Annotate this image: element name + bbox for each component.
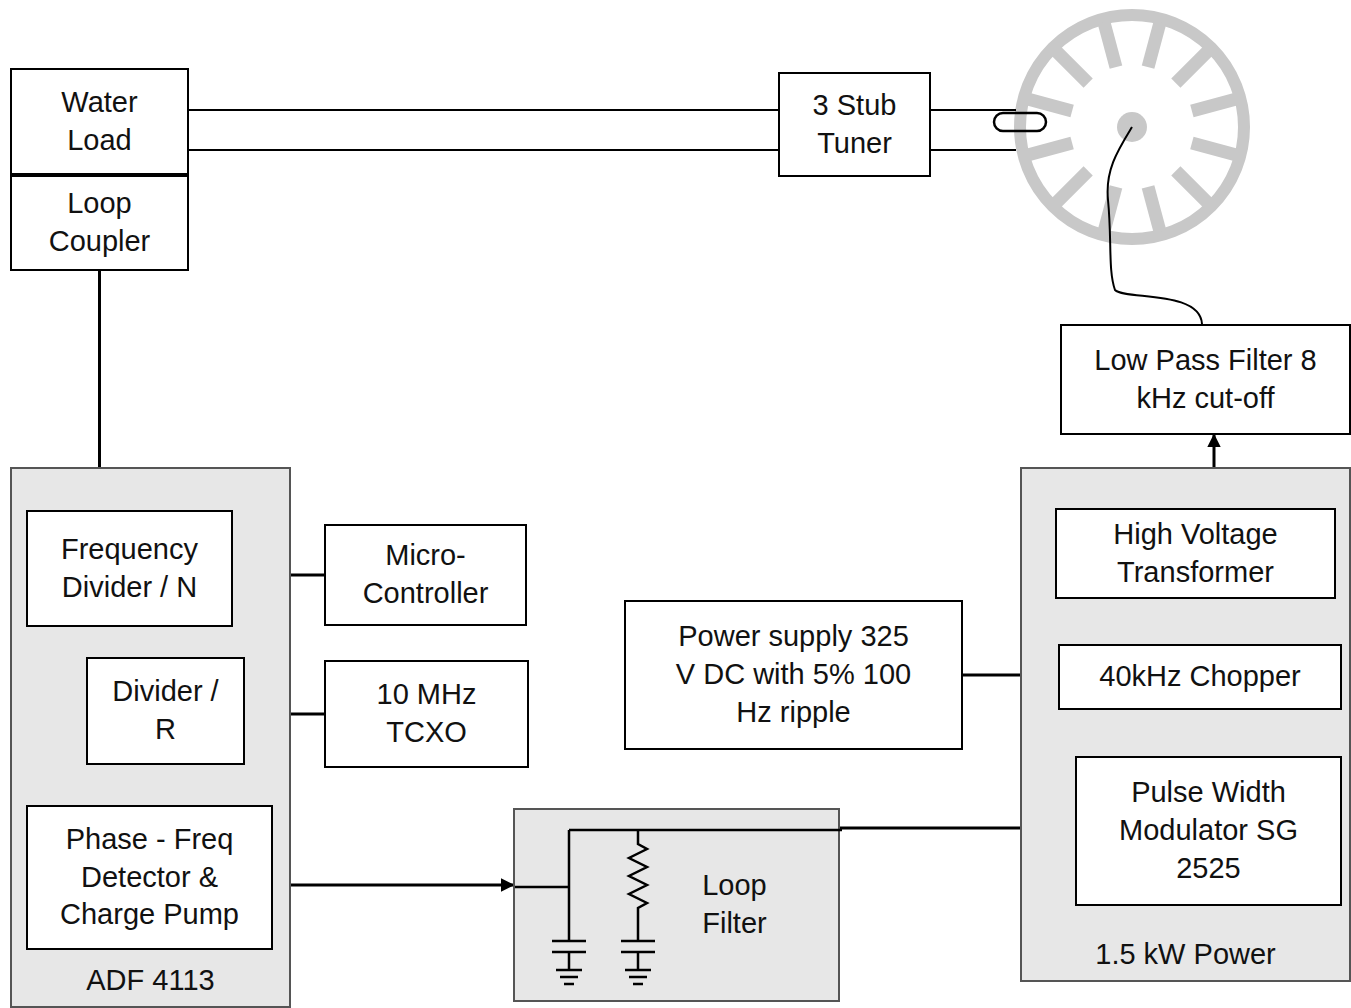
divider-box: Divider / R <box>86 657 245 765</box>
divider-box: Frequency Divider / N <box>26 510 233 627</box>
filter-box: Low Pass Filter 8 kHz cut-off <box>1060 324 1351 435</box>
chopper-box: 40kHz Chopper <box>1058 644 1342 710</box>
vane <box>1104 23 1116 67</box>
node-label: High Voltage Transformer <box>1081 516 1311 591</box>
detector-box: Phase - Freq Detector & Charge Pump <box>26 805 273 950</box>
node-label: Phase - Freq Detector & Charge Pump <box>47 821 252 934</box>
oscillator-box: 10 MHz TCXO <box>324 660 529 768</box>
node-label: ADF 4113 <box>86 962 214 1000</box>
rc-network <box>515 830 842 984</box>
coupler-box: Loop Coupler <box>10 175 189 271</box>
node-label: Micro-Controller <box>346 537 506 612</box>
vane <box>1176 171 1209 204</box>
chip-panel: ADF 4113 Frequency Divider / N Divider / R… <box>10 467 291 1008</box>
modulator-box: Pulse Width Modulator SG 2525 <box>1075 756 1342 906</box>
cathode-wire <box>1108 127 1202 324</box>
vane <box>1148 23 1160 67</box>
node-label: 1.5 kW Power <box>1095 936 1276 974</box>
vane <box>1192 143 1236 155</box>
node-label: Loop Filter <box>687 867 782 942</box>
vane <box>1192 99 1236 111</box>
coupling-line <box>931 110 1046 150</box>
vane <box>1148 187 1160 231</box>
load-box: Water Load <box>10 68 189 175</box>
loop-filter-panel: Loop Filter <box>513 808 840 1002</box>
connector-line <box>189 149 778 151</box>
node-label: 10 MHz TCXO <box>359 676 494 751</box>
vane <box>1028 99 1072 111</box>
node-label: Water Load <box>42 84 157 159</box>
node-label: Divider / R <box>103 673 228 748</box>
node-label: Loop Coupler <box>30 185 170 260</box>
supply-box: Power supply 325 V DC with 5% 100 Hz rip… <box>624 600 963 750</box>
vane <box>1056 51 1089 84</box>
node-label: Pulse Width Modulator SG 2525 <box>1111 774 1306 887</box>
vane <box>1056 171 1089 204</box>
tuner-box: 3 Stub Tuner <box>778 72 931 177</box>
controller-box: Micro-Controller <box>324 524 527 626</box>
node-label: Power supply 325 V DC with 5% 100 Hz rip… <box>671 618 916 731</box>
loop-filter-schematic <box>515 810 842 1004</box>
vane <box>1176 51 1209 84</box>
node-label: Low Pass Filter 8 kHz cut-off <box>1083 342 1328 417</box>
connector-line <box>273 884 513 887</box>
node-label: 3 Stub Tuner <box>797 87 912 162</box>
transformer-box: High Voltage Transformer <box>1055 508 1336 599</box>
connector <box>189 110 778 150</box>
connector <box>273 885 513 886</box>
node-label: Frequency Divider / N <box>37 531 222 606</box>
node-label: 40kHz Chopper <box>1099 658 1301 696</box>
power-panel: 1.5 kW Power High Voltage Transformer 40kH… <box>1020 467 1351 982</box>
vane <box>1028 143 1072 155</box>
connector-line <box>189 109 778 111</box>
